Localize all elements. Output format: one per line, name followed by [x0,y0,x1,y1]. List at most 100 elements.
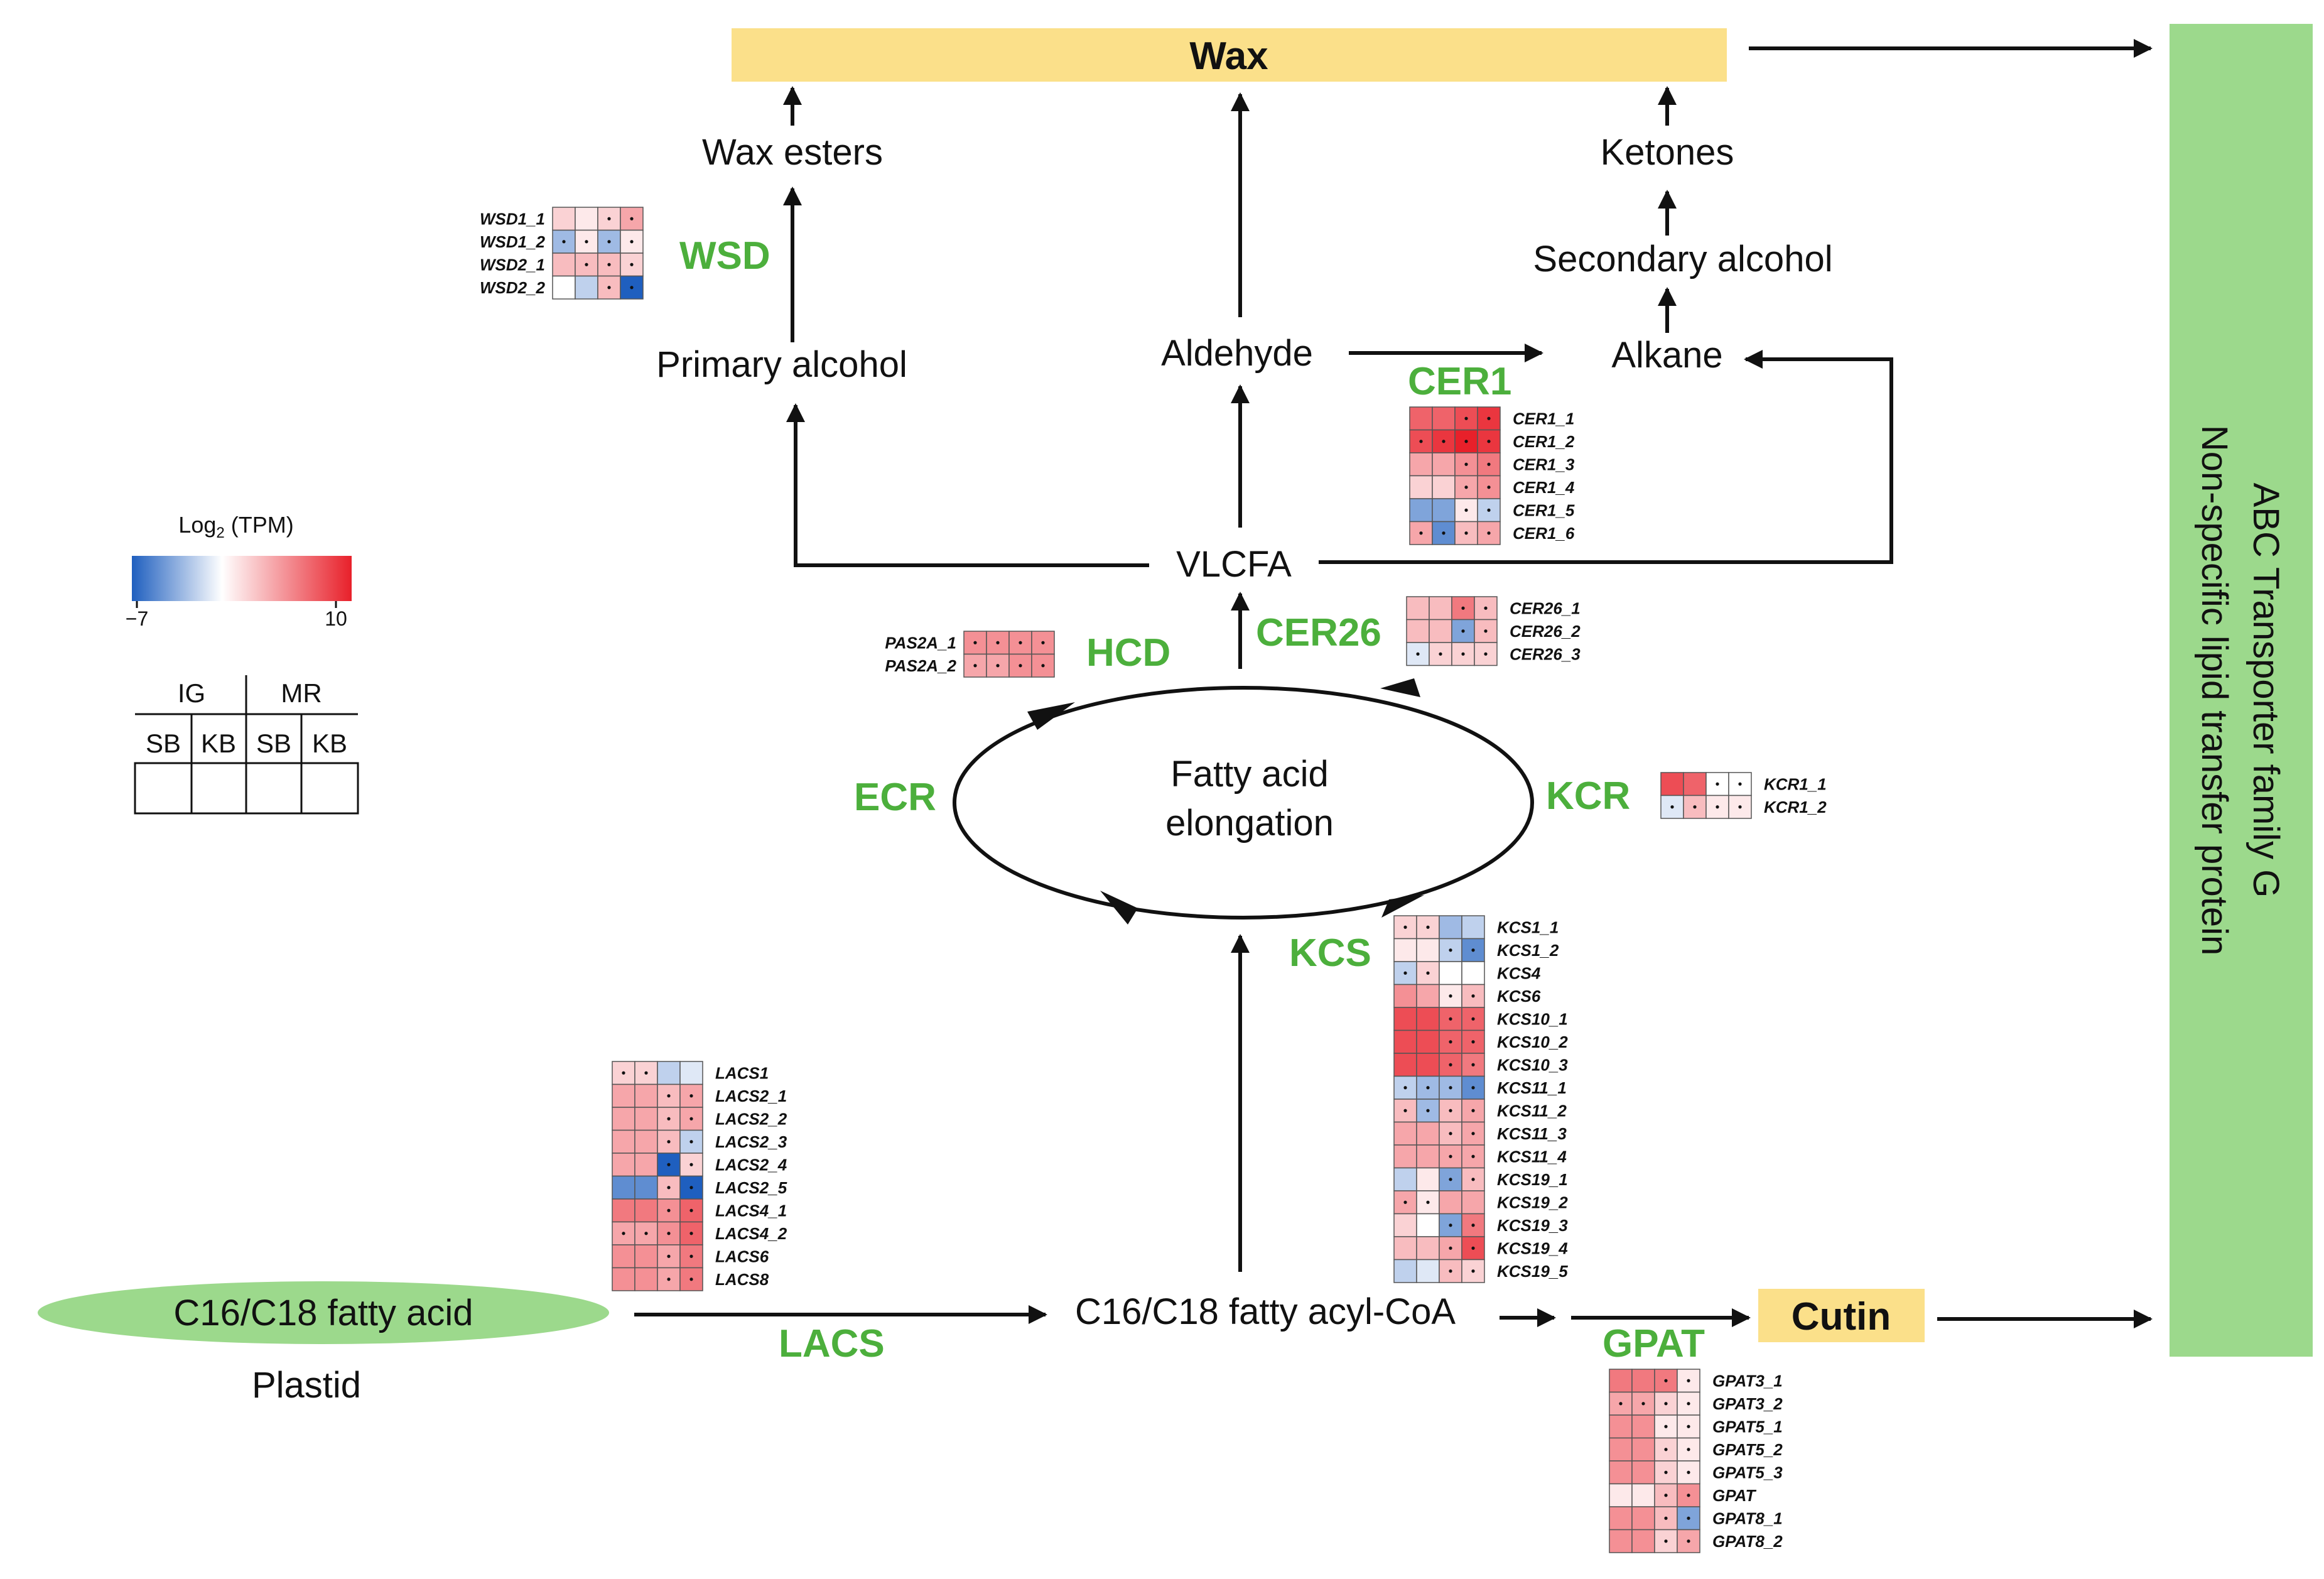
significance-dot [1687,1516,1690,1520]
significance-dot [607,240,611,244]
enzyme-cer26: CER26 [1256,611,1381,654]
heatmap-cell-cer1 [1432,498,1456,523]
gene-label-lacs6: LACS6 [715,1247,769,1266]
significance-dot [562,240,566,244]
heatmap-cell-lacs [634,1267,658,1291]
heatmap-cell-kcs [1393,984,1417,1008]
heatmap-cell-kcs [1416,1053,1440,1077]
significance-dot [1484,606,1488,610]
significance-dot [973,664,977,668]
gene-label-kcs19_5: KCS19_5 [1497,1262,1568,1281]
heatmap-cell-lacs [657,1061,681,1085]
heatmap-cell-kcs [1439,1236,1462,1261]
significance-dot [1041,641,1045,644]
transporter-box [2170,24,2313,1357]
heatmap-cell-lacs [634,1083,658,1108]
significance-dot [1461,652,1465,656]
cycle-arrow-top-left [1027,702,1075,730]
significance-dot [1449,1109,1452,1112]
significance-dot [630,217,634,220]
significance-dot [1471,1040,1475,1044]
heatmap-cell-wsd [575,229,598,254]
gene-label-lacs4_1: LACS4_1 [715,1201,787,1220]
significance-dot [1041,664,1045,668]
heatmap-cell-kcr [1660,772,1684,796]
significance-dot [1487,416,1491,420]
wax-label: Wax [1189,35,1268,78]
heatmap-cell-kcs [1416,1121,1440,1146]
heatmap-cell-lacs [634,1175,658,1200]
arrow-vlcfa-to-alkane [1319,350,1893,564]
heatmap-cell-kcs [1416,1236,1440,1261]
gene-label-kcs19_1: KCS19_1 [1497,1170,1568,1189]
enzyme-lacs: LACS [779,1322,885,1365]
significance-dot [1471,1246,1475,1250]
legend-col-1: SB [146,729,181,758]
significance-dot [622,1232,625,1235]
significance-dot [1403,1200,1407,1204]
significance-dot [1471,1086,1475,1090]
heatmap-cell-lacs [612,1175,635,1200]
significance-dot [585,240,588,244]
gene-label-kcs19_3: KCS19_3 [1497,1216,1568,1235]
gene-label-cer1_4: CER1_4 [1513,478,1575,497]
gene-label-cer26_1: CER26_1 [1510,599,1581,617]
secondary-alcohol-label: Secondary alcohol [1533,239,1832,279]
significance-dot [667,1186,671,1190]
gene-label-wsd1_2: WSD1_2 [480,232,546,251]
significance-dot [1471,1109,1475,1112]
legend-col-2: KB [201,729,236,758]
gene-label-gpat5_3: GPAT5_3 [1712,1463,1783,1482]
legend-group-ig: IG [178,678,205,708]
significance-dot [1487,531,1491,535]
heatmap-cell-cer26 [1429,619,1452,643]
gene-label-lacs2_5: LACS2_5 [715,1178,787,1197]
cycle-arrow-bottom-left [1100,891,1138,925]
heatmap-cell-wsd [552,207,576,231]
gene-label-cer1_1: CER1_1 [1513,409,1574,428]
significance-dot [689,1278,693,1281]
significance-dot [1403,971,1407,975]
wax-box [732,28,1727,82]
enzyme-gpat: GPAT [1602,1322,1705,1365]
significance-dot [1442,531,1446,535]
enzyme-kcr: KCR [1546,774,1630,818]
significance-dot [1687,1539,1690,1543]
significance-dot [1403,1109,1407,1112]
significance-dot [1471,1154,1475,1158]
significance-dot [607,286,611,290]
heatmap-cell-kcs [1393,1213,1417,1237]
gene-label-kcs19_2: KCS19_2 [1497,1193,1568,1212]
legend-col-3: SB [256,729,291,758]
significance-dot [1471,1178,1475,1181]
gene-label-cer26_2: CER26_2 [1510,622,1581,641]
significance-dot [644,1232,648,1235]
significance-dot [1471,1132,1475,1136]
gene-label-lacs1: LACS1 [715,1063,769,1082]
aldehyde-label: Aldehyde [1161,333,1313,374]
significance-dot [607,263,611,266]
gene-label-gpat5_1: GPAT5_1 [1712,1417,1783,1436]
heatmap-cell-kcs [1439,961,1462,985]
enzyme-wsd: WSD [679,234,770,278]
heatmap-cell-kcs [1393,938,1417,962]
significance-dot [1484,629,1488,633]
significance-dot [1403,1086,1407,1090]
significance-dot [1461,606,1465,610]
significance-dot [1487,462,1491,466]
legend: Log2 (TPM) −7 10 IG MR SB KB SB KB [126,512,359,815]
legend-title: Log2 (TPM) [178,512,293,541]
transporter-label-line2: Non-specific lipid transfer protein [2194,425,2235,956]
heatmap-cell-gpat [1609,1369,1633,1393]
cycle-arrow-bottom-right [1381,895,1424,918]
fae-label-line1: Fatty acid [1170,754,1328,795]
heatmap-cell-gpat [1609,1414,1633,1439]
elongation-cycle [953,686,1534,920]
significance-dot [1487,440,1491,443]
significance-dot [1419,440,1423,443]
enzyme-kcs: KCS [1289,931,1371,975]
heatmap-cell-cer26 [1429,596,1452,621]
gene-label-kcs1_1: KCS1_1 [1497,918,1559,936]
gene-label-kcr1_1: KCR1_1 [1764,774,1827,793]
gene-label-wsd2_2: WSD2_2 [480,278,546,297]
